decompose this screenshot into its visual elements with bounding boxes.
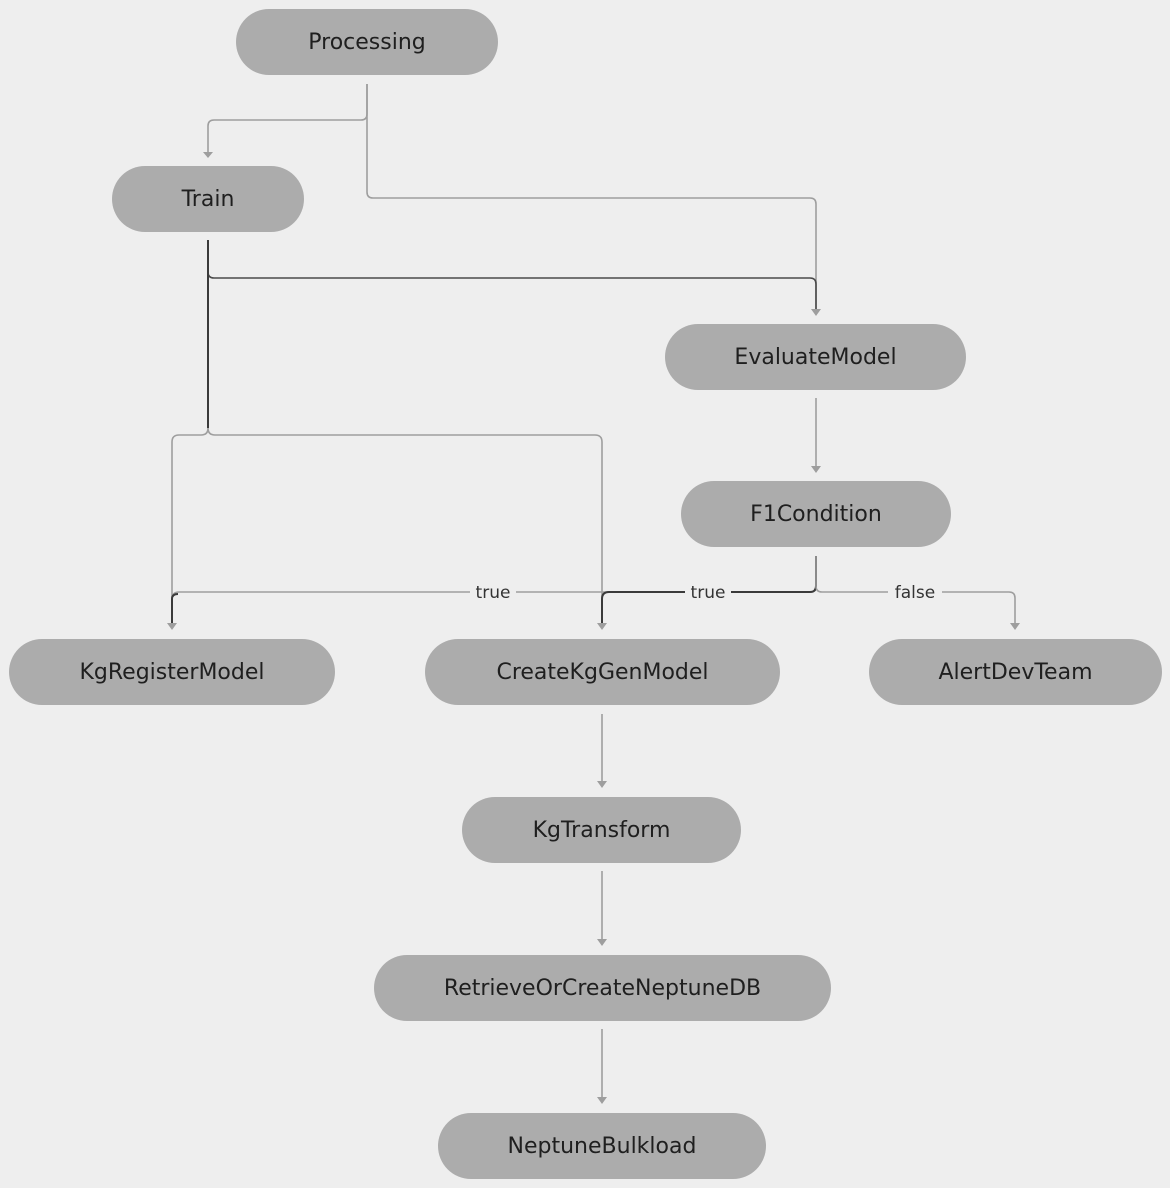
node-kg-register-model[interactable]: KgRegisterModel — [9, 639, 335, 705]
edge-label-false: false — [895, 583, 935, 603]
node-neptune-bulkload[interactable]: NeptuneBulkload — [438, 1113, 766, 1179]
node-evaluate-model[interactable]: EvaluateModel — [665, 324, 966, 390]
edge-train-evaluatemodel — [207, 240, 817, 309]
edge-processing-evaluatemodel — [366, 84, 817, 309]
node-f1-condition[interactable]: F1Condition — [681, 481, 951, 547]
edge-train-kgregistermodel — [171, 427, 209, 623]
edge-train-createkggenmodel — [207, 427, 603, 623]
node-retrieve-or-create-neptune-db[interactable]: RetrieveOrCreateNeptuneDB — [374, 955, 831, 1021]
edge-label-true-left: true — [476, 583, 511, 603]
edge-label-true-right: true — [691, 583, 726, 603]
node-processing[interactable]: Processing — [236, 9, 498, 75]
edge-f1-dark-left — [171, 593, 179, 623]
edge-processing-train — [207, 84, 368, 152]
node-train[interactable]: Train — [112, 166, 304, 232]
node-create-kg-gen-model[interactable]: CreateKgGenModel — [425, 639, 780, 705]
node-alert-dev-team[interactable]: AlertDevTeam — [869, 639, 1162, 705]
node-kg-transform[interactable]: KgTransform — [462, 797, 741, 863]
